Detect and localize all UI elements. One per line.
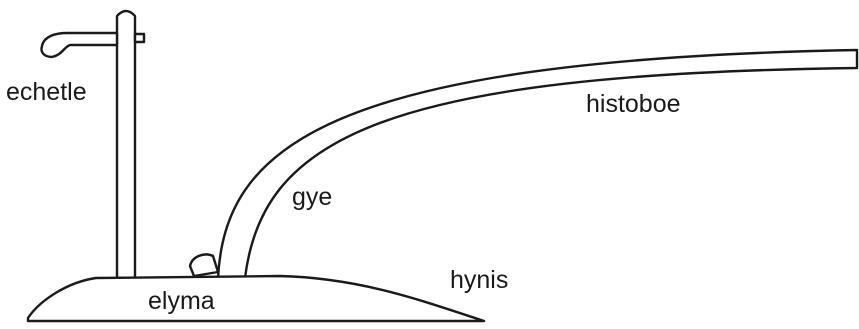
handle-peg	[135, 34, 144, 42]
handle-grip	[41, 33, 117, 57]
label-hynis: hynis	[450, 266, 508, 294]
label-echetle: echetle	[6, 78, 87, 106]
label-gye: gye	[292, 183, 332, 211]
plough-sole	[28, 276, 484, 321]
handle-upright	[117, 11, 135, 278]
label-elyma: elyma	[148, 287, 215, 315]
label-histoboe: histoboe	[586, 90, 681, 118]
wedge-block	[190, 254, 218, 276]
plough-pole-beam	[218, 50, 857, 278]
